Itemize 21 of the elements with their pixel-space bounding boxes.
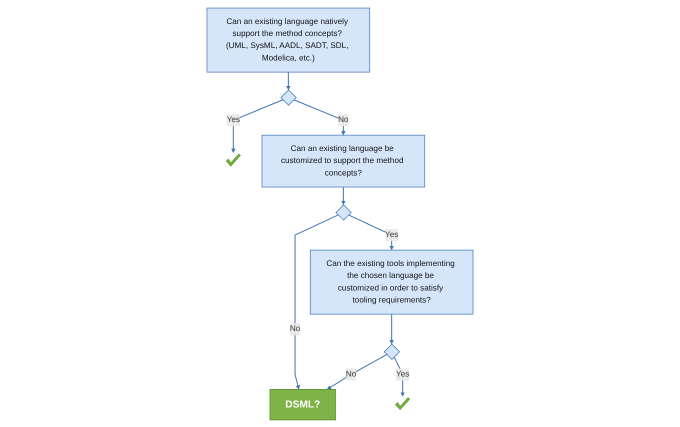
arrow [326,354,387,390]
edge-label: No [338,115,349,124]
edge-label: No [290,324,300,333]
edge-label: Yes [396,369,410,378]
arrow [348,214,394,250]
arrow [294,98,346,135]
arrow [341,186,346,205]
node-box: Can the existing tools implementing the chosen language be customized in order to satisfy tooling requirements? [310,249,474,314]
edge-label: No [346,369,356,378]
node-box: DSML? [270,388,336,420]
node-diamond [335,204,352,220]
node-diamond [280,88,297,106]
node-box: Can an existing language natively support the method concepts? (UML, SysML, AADL, SADT, SDL, Modelica, etc.) [206,7,370,72]
node-box: Can an existing language be customized to support the method concepts? [262,134,426,187]
edge-label: Yes [385,230,398,239]
node-diamond [384,343,400,360]
arrow [286,72,291,90]
arrow [294,214,338,390]
arrow [231,98,284,152]
arrow [389,314,394,344]
edge-label: Yes [226,115,240,124]
